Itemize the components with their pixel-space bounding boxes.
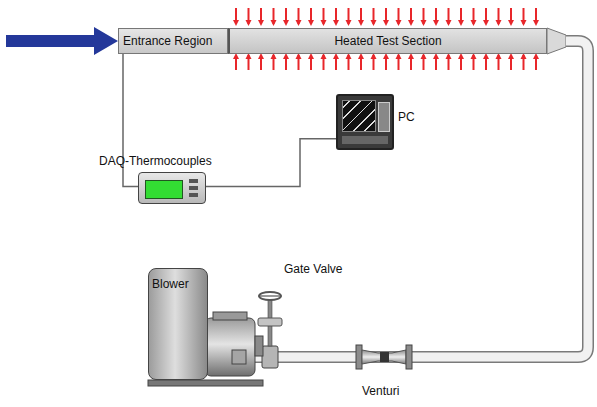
outlet-nozzle	[547, 28, 566, 54]
daq-button	[189, 193, 198, 197]
daq-display	[145, 180, 183, 199]
blower-housing: Blower	[148, 268, 208, 380]
heated-test-section: Heated Test Section	[228, 28, 547, 54]
node-label: DAQ-Thermocouples	[99, 154, 212, 168]
node-label: PC	[398, 110, 415, 124]
pc-monitor: PC	[336, 94, 394, 150]
pc-base	[342, 136, 388, 144]
daq-unit: DAQ-Thermocouples	[138, 172, 206, 204]
pc-drive-panel	[378, 102, 390, 132]
entrance-region: Entrance Region	[118, 28, 228, 54]
daq-button	[189, 186, 198, 190]
gate-valve	[258, 292, 282, 368]
node-label: Heated Test Section	[234, 34, 542, 48]
daq-button	[189, 179, 198, 183]
venturi-label: Venturi	[362, 384, 399, 398]
venturi-meter	[356, 345, 412, 369]
inlet-flow-arrow	[6, 27, 118, 55]
node-label: Entrance Region	[123, 34, 223, 48]
valve-label: Gate Valve	[284, 262, 342, 276]
node-label: Blower	[152, 277, 204, 291]
return-pipe-bore	[245, 41, 588, 357]
pc-screen	[342, 100, 376, 132]
return-pipe	[245, 41, 588, 357]
signal-wire	[206, 139, 336, 187]
